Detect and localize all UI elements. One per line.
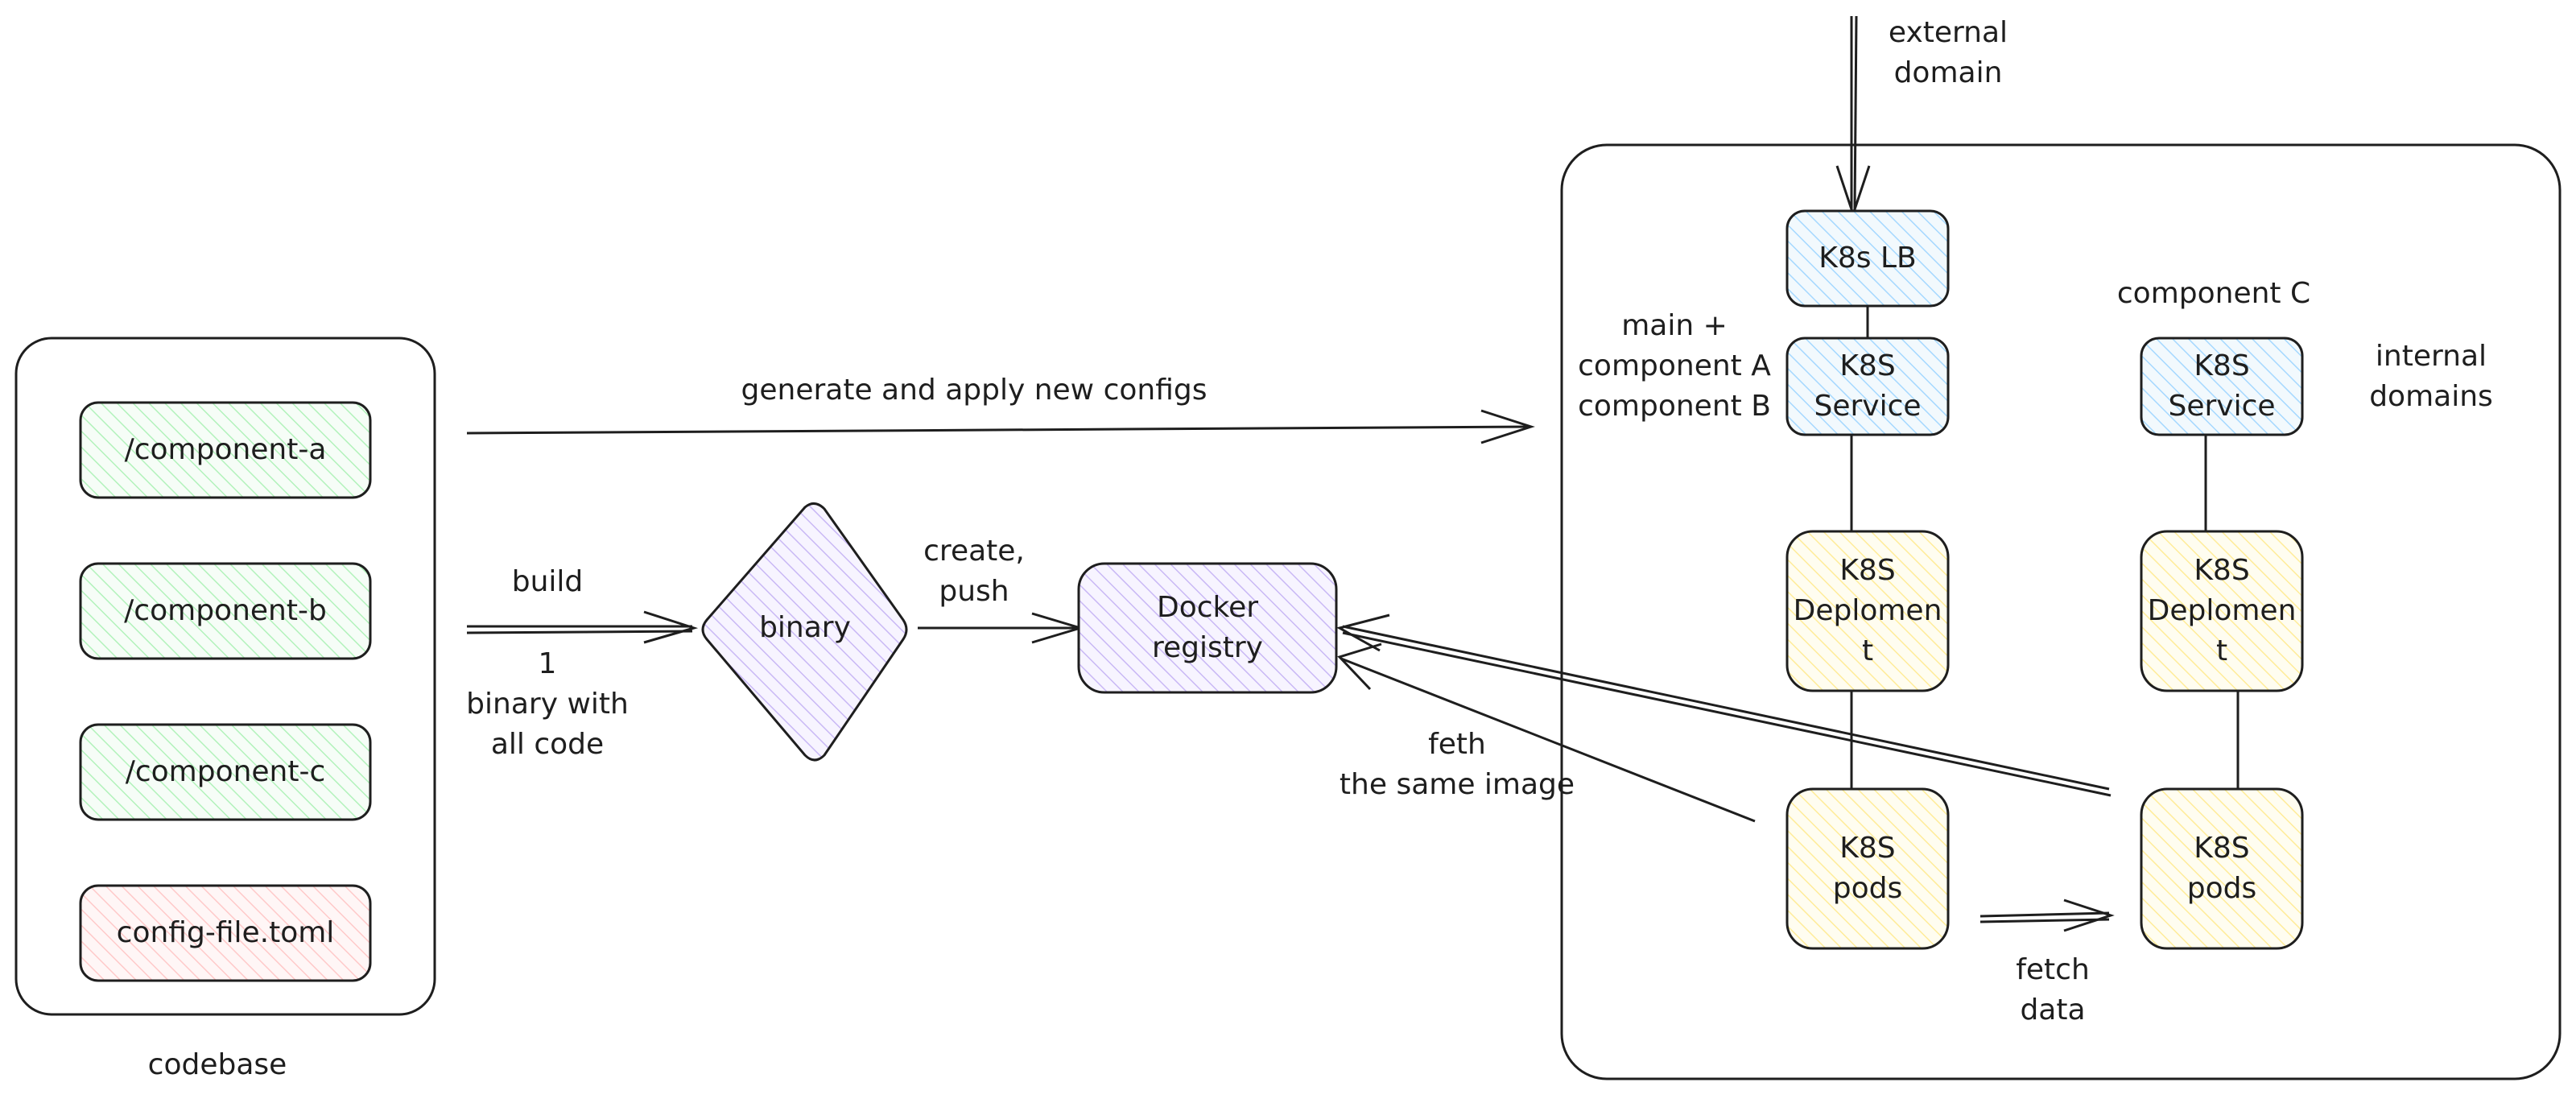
fetch-image-arrows [1336, 613, 2112, 823]
component-a-label: /component-a [124, 433, 327, 466]
k8s-cluster-container [1560, 143, 2562, 1080]
build-arrow [466, 610, 699, 644]
k8s-service-c-box[interactable] [2140, 337, 2304, 436]
k8s-lb-box[interactable] [1785, 209, 1950, 308]
codebase-container [14, 337, 436, 1016]
push-arrow [918, 612, 1085, 644]
docker-registry-label: Docker registry [1152, 591, 1263, 664]
generate-configs-arrow [466, 409, 1535, 444]
internal-domains-label: internal domains [2369, 340, 2493, 413]
component-b-box[interactable] [79, 562, 372, 660]
k8s-pods-c-box[interactable] [2140, 787, 2304, 950]
k8s-pods-main-label: K8S pods [1832, 832, 1903, 905]
component-c-box[interactable] [79, 723, 372, 821]
k8s-deployment-main-label: K8S Deplomen t [1793, 554, 1942, 667]
external-domain-label: external domain [1888, 16, 2008, 89]
binary-note-label: 1 binary with all code [466, 647, 629, 761]
k8s-service-c-label: K8S Service [2168, 349, 2276, 423]
push-label: create, push [923, 535, 1025, 608]
k8s-pods-main-box[interactable] [1785, 787, 1950, 950]
main-group-label: main + component A component B [1578, 309, 1771, 423]
fetch-data-label: fetch data [2016, 953, 2090, 1027]
build-label: build [511, 565, 584, 598]
k8s-service-main-box[interactable] [1785, 337, 1950, 436]
component-a-box[interactable] [79, 401, 372, 499]
k8s-pods-c-label: K8S pods [2186, 832, 2257, 905]
fetch-image-label: feth the same image [1339, 728, 1575, 801]
component-b-label: /component-b [124, 594, 327, 627]
k8s-deployment-c-label: K8S Deplomen t [2147, 554, 2297, 667]
k8s-deployment-main-box[interactable] [1785, 530, 1950, 692]
binary-diamond[interactable] [701, 502, 908, 762]
binary-label: binary [759, 611, 851, 644]
docker-registry-box[interactable] [1077, 562, 1338, 694]
config-file-box[interactable] [79, 884, 372, 982]
component-c-group-label: component C [2116, 277, 2311, 310]
component-c-label: /component-c [125, 755, 326, 788]
external-domain-arrow [1835, 15, 1871, 218]
generate-configs-label: generate and apply new configs [741, 374, 1208, 407]
k8s-deployment-c-box[interactable] [2140, 530, 2304, 692]
k8s-service-main-label: K8S Service [1814, 349, 1922, 423]
codebase-caption: codebase [147, 1048, 287, 1081]
k8s-lb-label: K8s LB [1818, 242, 1917, 275]
fetch-data-arrow [1979, 899, 2115, 932]
config-file-label: config-file.toml [116, 916, 335, 949]
